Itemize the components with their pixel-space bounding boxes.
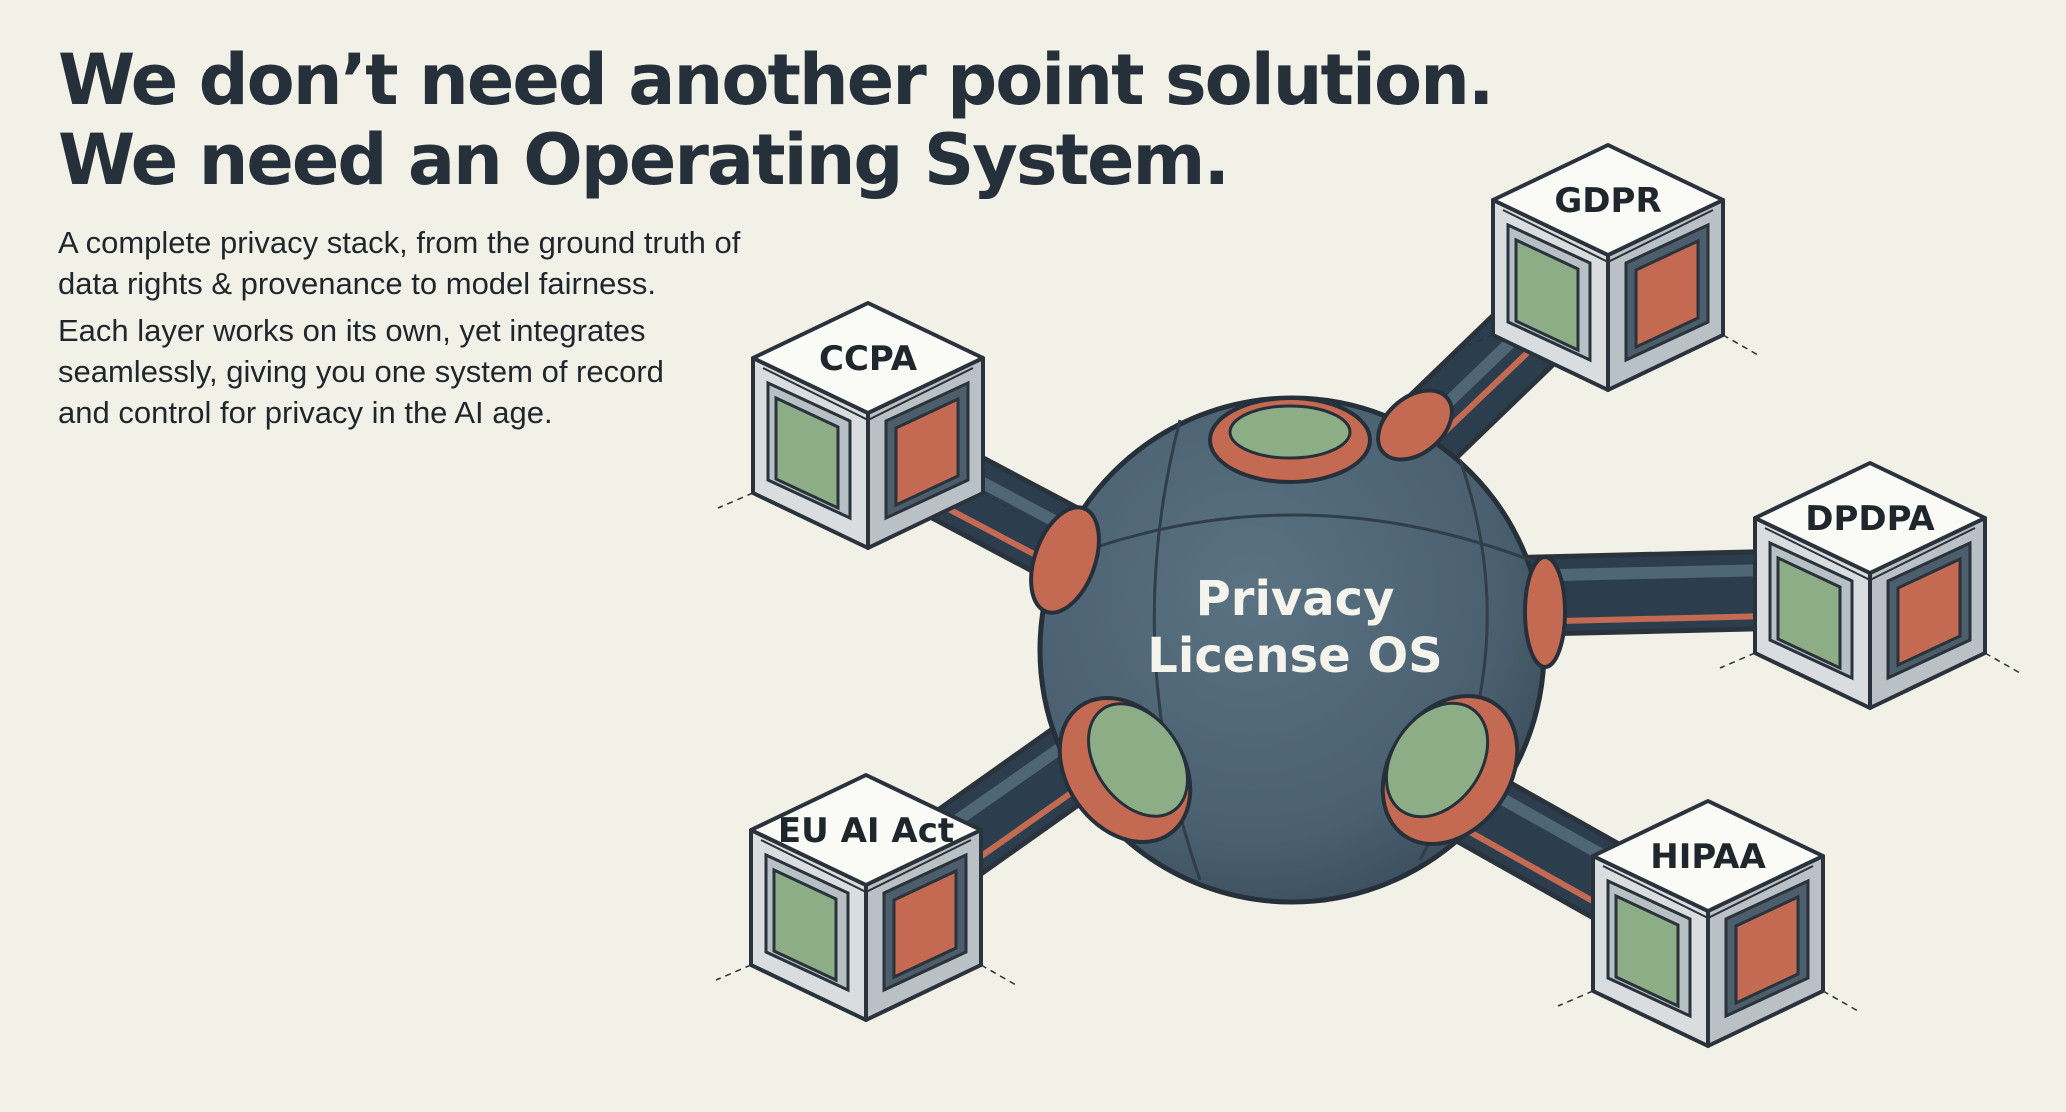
headline: We don’t need another point solution. We… — [58, 39, 1495, 201]
body-paragraph-1: A complete privacy stack, from the groun… — [58, 222, 858, 304]
module-eu-ai-act-label: EU AI Act — [778, 811, 954, 851]
body-paragraph-1-line-2: data rights & provenance to model fairne… — [58, 266, 656, 301]
module-ccpa-label: CCPA — [819, 339, 918, 379]
hub-label-line-2: License OS — [1147, 628, 1442, 684]
module-gdpr: GDPR — [1456, 143, 1760, 392]
body-paragraph-2: Each layer works on its own, yet integra… — [58, 310, 858, 433]
body-paragraph-2-line-1: Each layer works on its own, yet integra… — [58, 313, 646, 348]
body-copy: A complete privacy stack, from the groun… — [58, 222, 858, 439]
module-hipaa: HIPAA — [1556, 799, 1860, 1048]
headline-line-1: We don’t need another point solution. — [58, 39, 1495, 121]
module-gdpr-label: GDPR — [1554, 181, 1661, 221]
body-paragraph-2-line-2: seamlessly, giving you one system of rec… — [58, 354, 664, 389]
hub-sphere: Privacy License OS — [1029, 388, 1567, 905]
module-hipaa-label: HIPAA — [1650, 837, 1766, 877]
body-paragraph-1-line-1: A complete privacy stack, from the groun… — [58, 225, 741, 260]
headline-line-2: We need an Operating System. — [58, 119, 1230, 201]
module-ccpa: CCPA — [716, 301, 1020, 550]
body-paragraph-2-line-3: and control for privacy in the AI age. — [58, 395, 553, 430]
hub-label-line-1: Privacy — [1196, 571, 1395, 627]
module-dpdpa-label: DPDPA — [1805, 499, 1935, 539]
module-dpdpa: DPDPA — [1718, 461, 2022, 710]
module-eu-ai-act: EU AI Act — [714, 773, 1018, 1022]
